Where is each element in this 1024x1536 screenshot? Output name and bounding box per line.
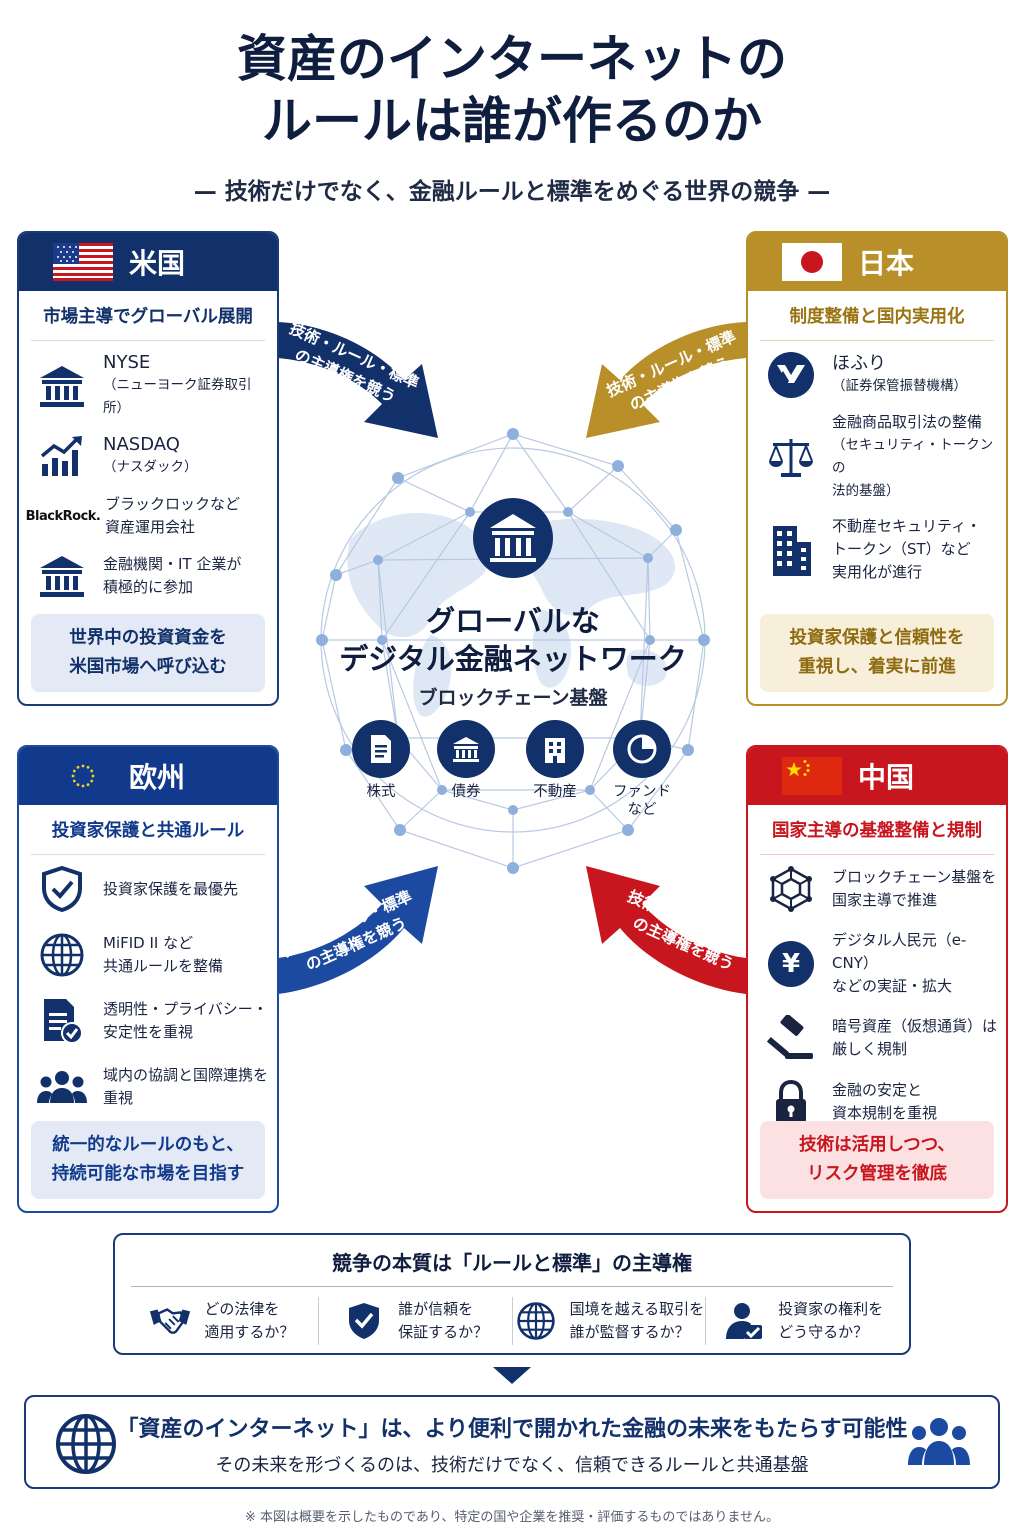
- jp-flag-icon: [782, 243, 842, 281]
- network-globe: [316, 428, 710, 874]
- page-subtitle: — 技術だけでなく、金融ルールと標準をめぐる世界の競争 —: [193, 179, 831, 205]
- panel-jp-name: 日本: [858, 247, 915, 280]
- panel-eu-name: 欧州: [129, 761, 186, 794]
- cn-flag-icon: [782, 757, 842, 795]
- user-check-icon: [726, 1303, 763, 1339]
- people-icon: [37, 1071, 87, 1103]
- center-bank-icon: [473, 498, 553, 578]
- asset-bonds: 債券: [421, 720, 511, 801]
- asset-label: 株式: [366, 784, 396, 800]
- eu-item-investor-protection: 投資家保護を最優先: [19, 865, 277, 913]
- shield-check-icon: [42, 866, 82, 912]
- blockchain-icon: [770, 866, 812, 912]
- panel-jp-lead: 制度整備と国内実用化: [760, 303, 994, 341]
- jp-item-fiea: 金融商品取引法の整備（セキュリティ・トークンの法的基盤）: [748, 411, 1006, 503]
- asset-real-estate: 不動産: [510, 720, 600, 801]
- arrow-jp: [586, 322, 746, 438]
- arrow-eu: [278, 866, 438, 994]
- conclusion-box: 「資産のインターネット」は、より便利で開かれた金融の未来をもたらす可能性 その未…: [24, 1395, 1000, 1489]
- essence-title: 競争の本質は「ルールと標準」の主導権: [131, 1247, 893, 1287]
- essence-item-investor-rights: 投資家の権利をどう守るか？: [706, 1297, 899, 1345]
- essence-item-trust: 誰が信頼を保証するか？: [319, 1297, 513, 1345]
- eu-item-cooperation: 域内の協調と国際連携を重視: [19, 1063, 277, 1111]
- cn-item-stability: 金融の安定と資本規制を重視: [748, 1078, 1006, 1126]
- eu-item-transparency: 透明性・プライバシー・安定性を重視: [19, 997, 277, 1045]
- center-title-line-2: デジタル金融ネットワーク: [339, 642, 687, 676]
- essence-item-cross-border: 国境を越える取引を誰が監督するか？: [513, 1297, 707, 1345]
- title-line-1: 資産のインターネットの: [237, 30, 787, 88]
- globe-icon: [56, 1414, 116, 1474]
- cn-item-crypto-regulation: 暗号資産（仮想通貨）は厳しく規制: [748, 1014, 1006, 1062]
- disclaimer-note: ※ 本図は概要を示したものであり、特定の国や企業を推奨・評価するものではありませ…: [245, 1510, 779, 1525]
- us-item-nasdaq: NASDAQ（ナスダック）: [19, 432, 277, 480]
- arrow-us: [278, 322, 438, 438]
- us-item-blackrock: BlackRock. ブラックロックなど資産運用会社: [19, 492, 277, 540]
- panel-eu-lead: 投資家保護と共通ルール: [31, 817, 265, 855]
- scales-icon: [769, 439, 813, 477]
- panel-cn-summary: 技術は活用しつつ、 リスク管理を徹底: [760, 1121, 994, 1199]
- asset-stocks: 株式: [336, 720, 426, 801]
- bank-icon: [40, 365, 84, 407]
- pie-chart-icon: [627, 734, 657, 764]
- panel-jp-header: 日本: [748, 233, 1006, 291]
- panel-us: 米国 市場主導でグローバル展開 NYSE（ニューヨーク証券取引所） NASDAQ…: [17, 231, 279, 706]
- globe-icon: [516, 1302, 555, 1340]
- us-flag-icon: [53, 243, 113, 281]
- asset-label: 債券: [451, 784, 481, 800]
- document-icon: [371, 735, 391, 763]
- bank-icon: [40, 556, 84, 597]
- essence-item-law: どの法律を適用するか？: [125, 1297, 319, 1345]
- panel-cn-header: 中国: [748, 747, 1006, 805]
- conclusion-line-2: その未来を形づくるのは、技術だけでなく、信頼できるルールと共通基盤: [215, 1455, 809, 1476]
- asset-label: ファンド など: [613, 784, 671, 818]
- center-subtitle: ブロックチェーン基盤: [418, 687, 608, 709]
- panel-us-summary: 世界中の投資資金を 米国市場へ呼び込む: [31, 614, 265, 692]
- asset-funds: ファンド など: [597, 720, 687, 819]
- blackrock-logo: BlackRock.: [25, 508, 101, 524]
- eu-flag-icon: [53, 757, 113, 795]
- panel-cn-lead: 国家主導の基盤整備と規制: [760, 817, 994, 855]
- conclusion-line-1: 「資産のインターネット」は、より便利で開かれた金融の未来をもたらす可能性: [116, 1417, 908, 1442]
- panel-cn: 中国 国家主導の基盤整備と規制 ブロックチェーン基盤を国家主導で推進 ¥ デジタ…: [746, 745, 1008, 1213]
- center-title: グローバルな デジタル金融ネットワーク: [300, 602, 726, 678]
- center-title-line-1: グローバルな: [426, 604, 600, 638]
- page-title: 資産のインターネットの ルールは誰が作るのか: [0, 28, 1024, 152]
- asset-label: 不動産: [533, 784, 577, 800]
- chart-up-icon: [40, 436, 82, 476]
- jasdec-logo-icon: [768, 352, 814, 398]
- cn-item-ecny: ¥ デジタル人民元（e-CNY）などの実証・拡大: [748, 929, 1006, 998]
- cn-item-blockchain: ブロックチェーン基盤を国家主導で推進: [748, 865, 1006, 913]
- bank-icon: [453, 737, 479, 762]
- people-icon: [908, 1418, 970, 1465]
- us-item-nyse: NYSE（ニューヨーク証券取引所）: [19, 351, 277, 420]
- essence-box: 競争の本質は「ルールと標準」の主導権 どの法律を適用するか？ 誰が信頼を保証する…: [113, 1233, 911, 1355]
- panel-cn-name: 中国: [858, 761, 915, 794]
- panel-jp-summary: 投資家保護と信頼性を 重視し、着実に前進: [760, 614, 994, 692]
- panel-us-name: 米国: [129, 247, 186, 280]
- jp-item-jasdec: ほふり（証券保管振替機構）: [748, 351, 1006, 399]
- building-icon: [773, 525, 811, 576]
- panel-eu-summary: 統一的なルールのもと、 持続可能な市場を目指す: [31, 1121, 265, 1199]
- down-arrow-icon: [493, 1367, 531, 1384]
- panel-eu: 欧州 投資家保護と共通ルール 投資家保護を最優先 MiFID II など共通ルー…: [17, 745, 279, 1213]
- jp-item-real-estate-st: 不動産セキュリティ・トークン（ST）など実用化が進行: [748, 515, 1006, 584]
- globe-icon: [40, 933, 84, 977]
- panel-us-header: 米国: [19, 233, 277, 291]
- us-item-institutions: 金融機関・IT 企業が積極的に参加: [19, 552, 277, 600]
- building-icon: [545, 738, 565, 763]
- panel-jp: 日本 制度整備と国内実用化 ほふり（証券保管振替機構） 金融商品取引法の整備（セ…: [746, 231, 1008, 706]
- title-line-2: ルールは誰が作るのか: [262, 92, 762, 150]
- arrow-cn: [586, 866, 746, 994]
- eu-item-mifid: MiFID II など共通ルールを整備: [19, 931, 277, 979]
- handshake-icon: [150, 1308, 191, 1334]
- panel-eu-header: 欧州: [19, 747, 277, 805]
- lock-icon: [776, 1079, 806, 1123]
- document-check-icon: [44, 999, 83, 1044]
- panel-us-lead: 市場主導でグローバル展開: [31, 303, 265, 341]
- shield-check-icon: [349, 1303, 380, 1339]
- yen-icon: ¥: [768, 940, 814, 987]
- gavel-icon: [767, 1015, 813, 1059]
